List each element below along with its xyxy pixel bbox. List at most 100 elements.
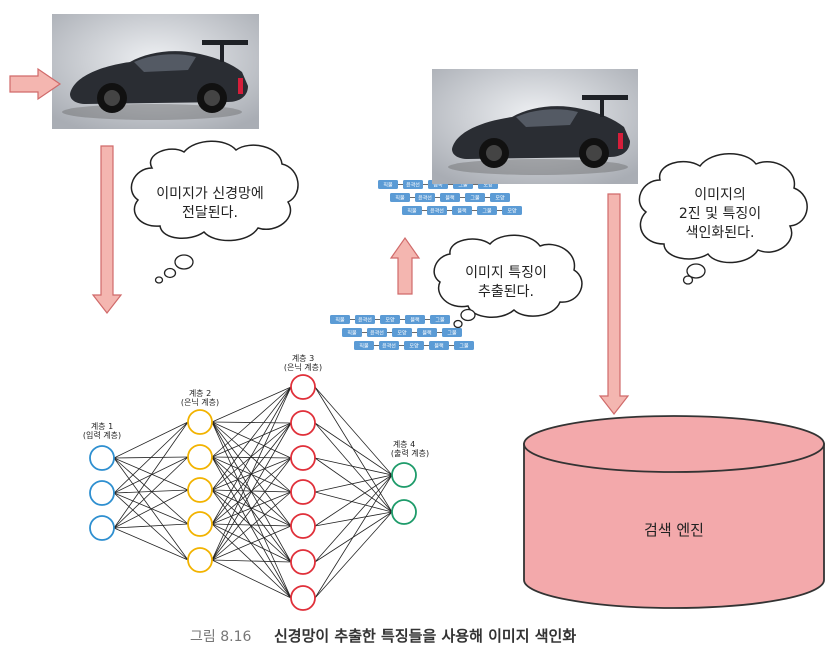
bubble-index-line3: 색인화된다. <box>686 225 755 241</box>
feature-chip-label: 윤곽선 <box>418 195 432 202</box>
network-edge <box>314 386 393 513</box>
network-edge <box>113 457 189 491</box>
feature-chip <box>367 328 387 337</box>
feature-chip-label: 직물 <box>347 330 357 337</box>
feature-chip <box>427 206 447 215</box>
feature-chip <box>354 341 374 350</box>
network-edge <box>314 474 393 493</box>
feature-chip <box>342 328 362 337</box>
feature-chip <box>378 180 398 189</box>
feature-chip <box>380 315 400 324</box>
feature-chip-label: 그물 <box>470 196 480 202</box>
feature-chip-label: 블랙 <box>422 330 432 337</box>
hidden1-node <box>187 444 213 470</box>
hidden2-node <box>290 445 316 471</box>
feature-chip-label: 모양 <box>385 317 395 324</box>
feature-chip-label: 블랙 <box>410 317 420 324</box>
feature-chip-label: 블랙 <box>434 343 444 350</box>
feature-chip-label: 직물 <box>359 343 369 350</box>
feature-chip <box>417 328 437 337</box>
feature-chip <box>502 206 522 215</box>
network-edge <box>211 559 292 563</box>
network-edge <box>211 386 292 423</box>
hidden2-node <box>290 410 316 436</box>
thought-bubble-index: 이미지의 2진 및 특징이 색인화된다. <box>638 153 808 285</box>
feature-chip <box>405 315 425 324</box>
hidden2-node <box>290 513 316 539</box>
feature-chip-label: 그물 <box>435 318 445 324</box>
car-photo-indexed <box>432 69 638 184</box>
search-engine-database: 검색 엔진 <box>523 415 825 609</box>
bubble-index-line1: 이미지의 <box>694 187 746 203</box>
network-edge <box>211 489 292 599</box>
network-edge <box>314 457 393 476</box>
feature-chip <box>392 328 412 337</box>
feature-chip <box>454 341 474 350</box>
layer1-title: 계층 1 <box>91 421 113 431</box>
feature-chip <box>477 206 497 215</box>
input-node <box>89 445 115 471</box>
hidden2-node <box>290 374 316 400</box>
feature-chip <box>403 180 423 189</box>
feature-chip-label: 모양 <box>483 182 493 189</box>
feature-chip <box>404 341 424 350</box>
network-edge <box>113 523 189 529</box>
layer2-title: 계층 2 <box>189 388 211 398</box>
feature-chip-label: 모양 <box>495 195 505 202</box>
car-icon <box>62 40 248 120</box>
feature-chip-label: 윤곽선 <box>430 208 444 215</box>
network-edge <box>314 491 393 513</box>
hidden1-node <box>187 547 213 573</box>
output-node <box>391 462 417 488</box>
hidden2-node <box>290 479 316 505</box>
feature-chip <box>330 315 350 324</box>
layer1-subtitle: (입력 계층) <box>83 430 121 440</box>
bubble-index-line2: 2진 및 특징이 <box>679 206 761 222</box>
hidden1-node <box>187 511 213 537</box>
network-edge <box>314 422 393 476</box>
feature-chip-label: 블랙 <box>445 195 455 202</box>
feature-chip-label: 윤곽선 <box>370 330 384 337</box>
car-icon <box>448 95 630 175</box>
hidden2-node <box>290 549 316 575</box>
layer2-subtitle: (은닉 계층) <box>181 397 219 407</box>
down-arrow-to-search-engine <box>598 193 630 415</box>
layer3-title: 계층 3 <box>292 353 314 363</box>
network-edge <box>113 421 189 459</box>
feature-chip-label: 그물 <box>459 344 469 350</box>
network-edge <box>211 386 292 561</box>
network-edge <box>211 386 292 525</box>
network-edge <box>113 421 189 529</box>
network-edge <box>113 492 189 561</box>
network-edge <box>211 422 292 458</box>
caption-label: 그림 8.16 <box>190 629 251 645</box>
feature-chip <box>440 193 460 202</box>
feature-chip-label: 윤곽선 <box>406 182 420 189</box>
network-edge <box>113 457 189 525</box>
caption-text: 신경망이 추출한 특징들을 사용해 이미지 색인화 <box>274 627 576 645</box>
network-edge <box>211 559 292 599</box>
feature-chip-label: 그물 <box>447 331 457 337</box>
network-edge <box>314 474 393 527</box>
network-edge <box>211 422 292 561</box>
network-edge <box>211 491 292 561</box>
up-arrow-features <box>389 236 421 295</box>
feature-chip <box>390 193 410 202</box>
feature-chip <box>355 315 375 324</box>
thought-bubble-deliver: 이미지가 신경망에 전달된다. <box>130 140 299 284</box>
network-edge <box>211 456 292 599</box>
feature-chip <box>452 206 472 215</box>
input-node <box>89 515 115 541</box>
network-edge <box>113 489 189 529</box>
network-edge <box>314 422 393 513</box>
network-edge <box>211 457 292 561</box>
network-edge <box>211 386 292 491</box>
network-edge <box>211 386 292 458</box>
feature-chip <box>465 193 485 202</box>
feature-chip-label: 블랙 <box>457 208 467 215</box>
neural-network <box>89 374 417 611</box>
feature-chip <box>379 341 399 350</box>
feature-chip-label: 모양 <box>409 343 419 350</box>
